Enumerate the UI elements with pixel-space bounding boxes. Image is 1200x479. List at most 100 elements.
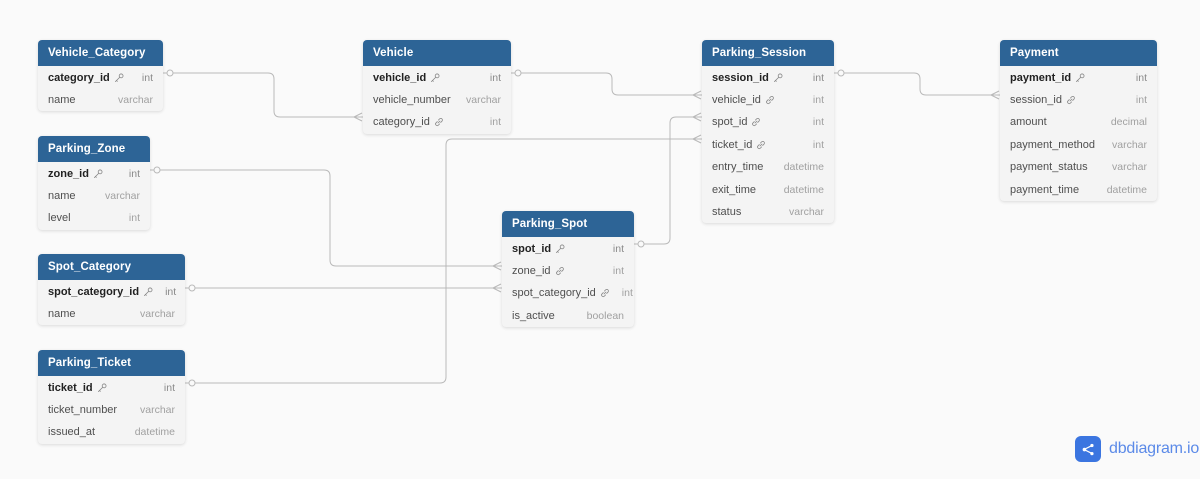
dbdiagram-logo-icon — [1075, 436, 1101, 462]
table-header-parking_zone[interactable]: Parking_Zone — [38, 136, 150, 163]
field-left: status — [712, 206, 741, 218]
rel-spot-session[interactable] — [634, 112, 702, 248]
field-type: int — [1135, 93, 1147, 106]
field-left: zone_id — [48, 168, 103, 180]
field-name: payment_id — [1010, 71, 1072, 84]
field-name: is_active — [512, 309, 555, 322]
field-row[interactable]: spot_id int — [502, 237, 634, 259]
primary-key-icon — [114, 73, 124, 83]
field-row[interactable]: spot_category_id int — [502, 282, 634, 304]
cardinality-many-marker — [492, 261, 502, 271]
field-type: int — [612, 242, 624, 255]
rel-vehicle-category[interactable] — [163, 69, 363, 122]
field-name: ticket_id — [712, 138, 753, 151]
field-left: payment_method — [1010, 139, 1095, 151]
table-header-parking_session[interactable]: Parking_Session — [702, 40, 834, 67]
field-name: ticket_number — [48, 403, 118, 416]
field-name: name — [48, 93, 76, 106]
table-header-payment[interactable]: Payment — [1000, 40, 1157, 67]
field-left: category_id — [373, 116, 444, 128]
table-header-parking_ticket[interactable]: Parking_Ticket — [38, 350, 185, 377]
table-header-spot_category[interactable]: Spot_Category — [38, 254, 185, 281]
field-left: ticket_id — [712, 139, 766, 151]
dbdiagram-watermark[interactable]: dbdiagram.io — [1075, 436, 1199, 462]
field-row[interactable]: payment_method varchar — [1000, 134, 1157, 156]
rel-zone-spot[interactable] — [150, 166, 502, 271]
relationship-line — [163, 72, 363, 118]
foreign-key-icon — [756, 140, 766, 150]
field-type: varchar — [465, 93, 501, 106]
field-name: session_id — [1010, 93, 1062, 106]
table-header-vehicle[interactable]: Vehicle — [363, 40, 511, 67]
field-left: spot_id — [712, 116, 761, 128]
foreign-key-icon — [434, 117, 444, 127]
field-left: spot_category_id — [512, 287, 610, 299]
table-header-vehicle_category[interactable]: Vehicle_Category — [38, 40, 163, 67]
field-type: int — [1135, 71, 1147, 84]
field-row[interactable]: payment_id int — [1000, 66, 1157, 88]
field-name: category_id — [48, 71, 110, 84]
field-name: payment_method — [1010, 138, 1095, 151]
field-type: decimal — [1110, 116, 1147, 129]
field-row[interactable]: session_id int — [1000, 89, 1157, 111]
field-type: int — [812, 93, 824, 106]
field-left: name — [48, 94, 76, 106]
field-left: category_id — [48, 72, 124, 84]
foreign-key-icon — [555, 266, 565, 276]
field-name: spot_id — [512, 242, 552, 255]
field-type: varchar — [1111, 138, 1147, 151]
cardinality-one-marker — [637, 240, 645, 248]
field-type: int — [621, 287, 633, 300]
field-name: session_id — [712, 71, 769, 84]
field-left: vehicle_id — [712, 94, 775, 106]
table-header-parking_spot[interactable]: Parking_Spot — [502, 211, 634, 238]
rel-session-payment[interactable] — [834, 69, 1000, 100]
rel-vehicle-session[interactable] — [511, 69, 702, 100]
cardinality-one-marker — [514, 69, 522, 77]
field-left: is_active — [512, 310, 555, 322]
field-row[interactable]: vehicle_id int — [702, 89, 834, 111]
field-left: session_id — [1010, 94, 1076, 106]
field-left: zone_id — [512, 265, 565, 277]
field-left: payment_id — [1010, 72, 1085, 84]
field-name: vehicle_id — [712, 93, 761, 106]
rel-spotcat-spot[interactable] — [185, 283, 502, 293]
field-left: session_id — [712, 72, 783, 84]
cardinality-one-marker — [188, 379, 196, 387]
